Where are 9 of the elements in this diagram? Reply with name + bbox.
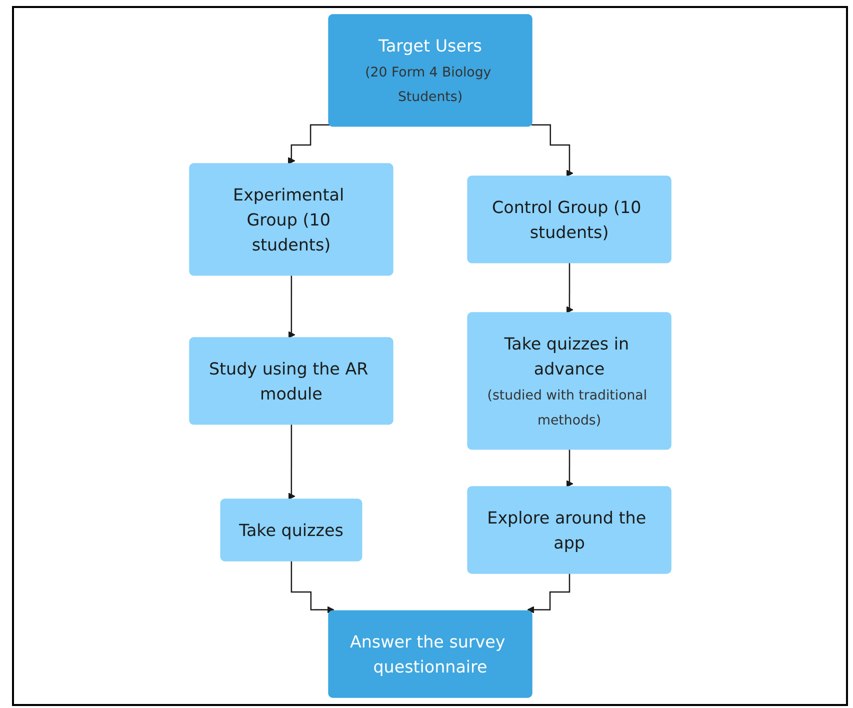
arrow [288, 424, 295, 500]
arrow [526, 573, 570, 614]
arrow [566, 262, 574, 314]
arrow [288, 275, 295, 338]
arrow [288, 124, 330, 164]
flowchart: Target Users (20 Form 4 Biology Students) Experimental Group (10 students) Control Group (10 students) Study using the AR module Take quizzes in advance (studied with traditional methods) Take quizzes Explore around the app Answer the survey questionnaire [182, 8, 678, 704]
arrow [290, 560, 334, 614]
arrow [566, 449, 574, 488]
arrow [531, 124, 574, 177]
